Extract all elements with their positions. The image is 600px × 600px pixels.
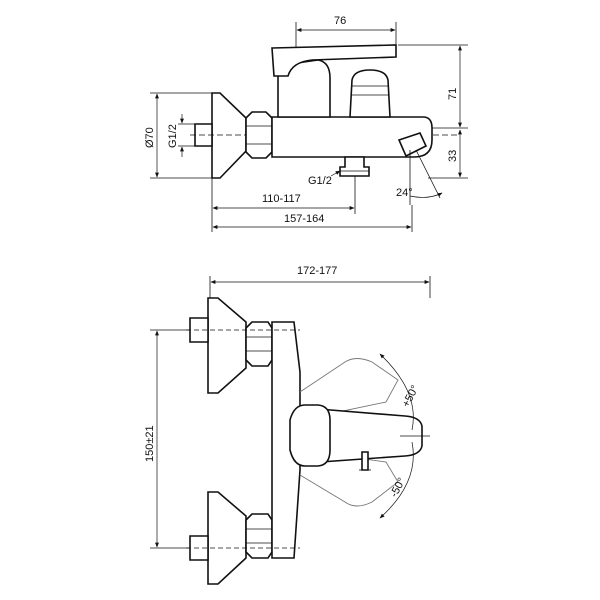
front-body: [271, 321, 301, 559]
dim-depth-long-label: 157-164: [284, 213, 324, 225]
front-lower-nut: [245, 513, 273, 559]
dim-71-label: 71: [447, 88, 459, 100]
dim-thread-spout-label: G1/2: [308, 175, 332, 187]
dim-center-distance-label: 150±21: [144, 425, 156, 462]
front-lever-ghost-up: [299, 358, 399, 421]
side-diverter: [397, 132, 428, 158]
side-lever: [271, 44, 397, 77]
front-upper-nut: [245, 321, 273, 367]
front-lever-ghost-down: [299, 449, 399, 507]
front-lower-rosette: [207, 491, 247, 585]
dim-angle-label: 24°: [396, 187, 413, 199]
front-upper-rosette: [207, 297, 247, 394]
dim-76-label: 76: [334, 15, 346, 27]
dim-angle-up-label: +50°: [400, 383, 421, 409]
side-spout-outlet: [339, 156, 370, 177]
front-view: 172-177 +50° -50° 150±21: [144, 265, 431, 585]
dim-33-label: 33: [447, 150, 459, 162]
front-stem: [361, 451, 369, 471]
dim-diameter-label: Ø70: [144, 127, 156, 148]
front-lever: [305, 407, 423, 464]
side-wall-rosette: [211, 92, 247, 179]
dim-thread-left-label: G1/2: [167, 124, 179, 148]
dim-depth-short-label: 110-117: [262, 193, 301, 205]
side-knob: [349, 69, 391, 118]
side-view: 76 71 33 Ø70 G1/2 G1/2 24° 110-117: [144, 15, 468, 232]
side-hex-nut: [245, 111, 273, 159]
side-body: [271, 116, 433, 158]
front-handle-knob: [289, 404, 331, 467]
dim-total-width-label: 172-177: [297, 265, 337, 277]
